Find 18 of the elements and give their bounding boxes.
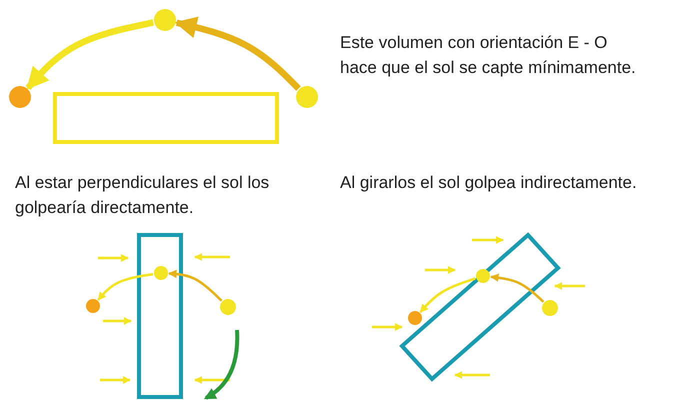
sun-icon — [154, 266, 168, 280]
setting-sun-icon — [86, 299, 100, 313]
arrow — [419, 277, 476, 313]
sun-icon — [154, 9, 176, 31]
arrow — [490, 273, 544, 303]
setting-sun-icon — [408, 311, 422, 325]
caption-text: Al estar perpendiculares el sol los golpearía directamente. — [15, 172, 270, 219]
sun-icon — [296, 86, 318, 108]
caption-text: Este volumen con orientación E - O hace que el sol se capte mínimamente. — [340, 32, 637, 79]
sun-icon — [220, 299, 236, 315]
arrow — [168, 270, 222, 302]
arrow — [97, 272, 154, 301]
sun-icon — [476, 269, 490, 283]
setting-sun-icon — [9, 86, 31, 108]
sun-icon — [542, 300, 558, 316]
arrow — [174, 16, 301, 91]
caption-text: Al girarlos el sol golpea indirectamente. — [340, 172, 638, 194]
arrow — [25, 19, 154, 90]
